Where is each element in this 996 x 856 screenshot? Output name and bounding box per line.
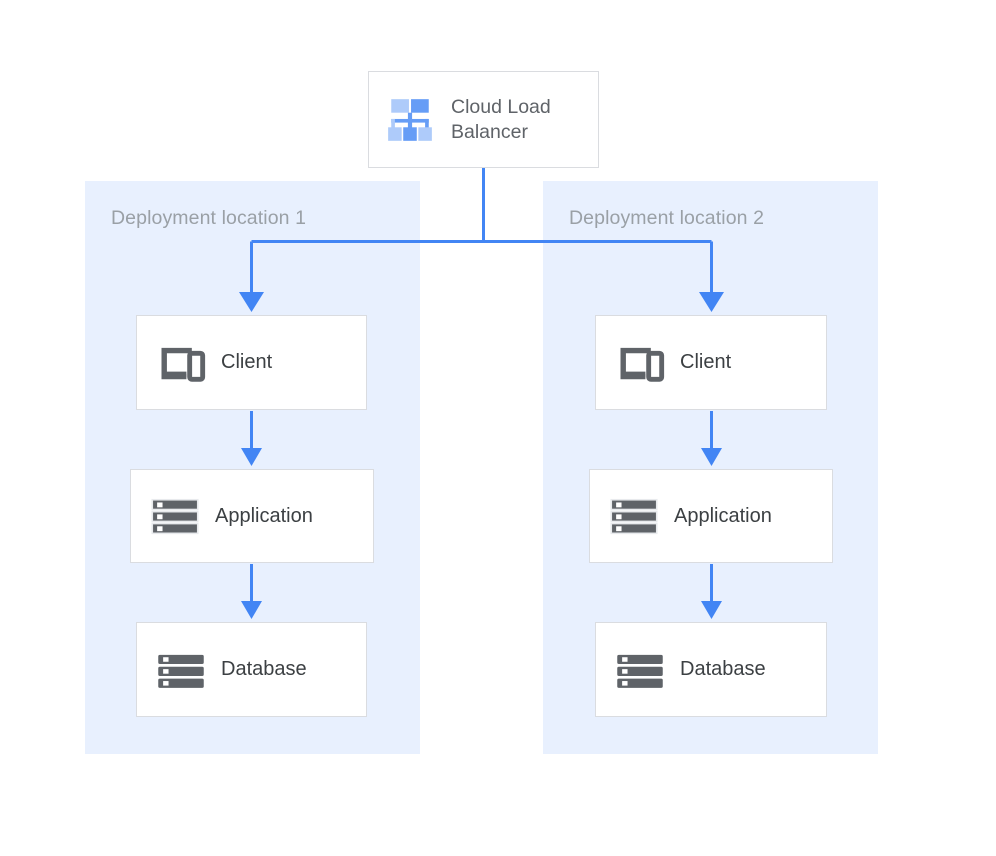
client-1-label: Client xyxy=(221,351,273,373)
client-devices-icon xyxy=(620,347,665,382)
zone-2-label: Deployment location 2 xyxy=(569,207,765,229)
node-client-1[interactable]: Client xyxy=(136,315,367,410)
node-database-2[interactable]: Database xyxy=(595,622,827,717)
node-client-2[interactable]: Client xyxy=(595,315,827,410)
node-cloud-load-balancer[interactable]: Cloud Load Balancer xyxy=(368,71,599,168)
server-rack-icon xyxy=(151,498,199,535)
node-application-2[interactable]: Application xyxy=(589,469,833,563)
node-application-1[interactable]: Application xyxy=(130,469,374,563)
node-database-1[interactable]: Database xyxy=(136,622,367,717)
database-1-label: Database xyxy=(221,658,307,680)
cloud-load-balancer-label: Cloud Load Balancer xyxy=(451,96,551,143)
server-rack-icon xyxy=(610,498,658,535)
application-1-label: Application xyxy=(215,504,313,527)
database-rack-icon xyxy=(158,654,204,688)
application-2-label: Application xyxy=(674,504,772,527)
database-2-label: Database xyxy=(680,658,766,680)
client-devices-icon xyxy=(161,347,206,382)
zone-1-label: Deployment location 1 xyxy=(111,207,307,229)
database-rack-icon xyxy=(617,654,663,688)
cloud-load-balancer-icon xyxy=(388,98,432,141)
client-2-label: Client xyxy=(680,351,732,373)
